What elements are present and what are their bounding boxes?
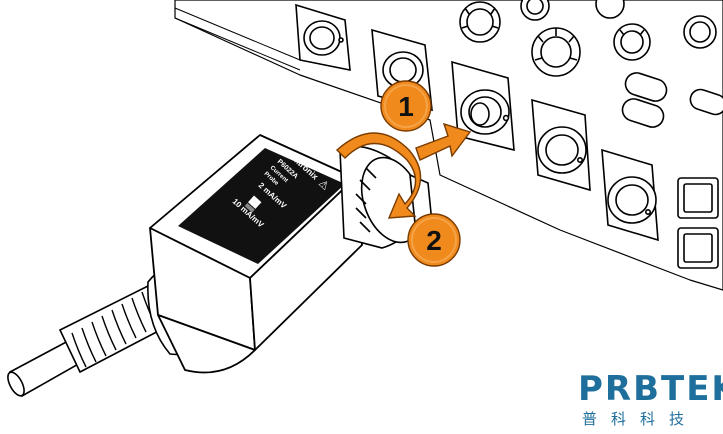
bnc-connector-top-left — [295, 3, 351, 71]
panel-button-2 — [621, 98, 665, 128]
probe-label-panel — [178, 148, 345, 264]
push-arrow — [415, 122, 472, 161]
brand-name: PRBTEK — [578, 369, 723, 409]
knob-1 — [459, 1, 501, 43]
bnc-connector-lower-mid — [531, 98, 591, 192]
panel-knobs — [459, 0, 717, 77]
rotate-arrow — [335, 132, 422, 219]
knob-6 — [595, 0, 625, 19]
brand-subtitle: 普科科技 — [582, 410, 699, 428]
callout-1: 1 — [380, 80, 432, 132]
knob-2 — [531, 27, 581, 77]
panel-button-1 — [624, 72, 668, 102]
knob-4 — [683, 15, 717, 49]
probe-cable — [7, 283, 172, 398]
side-slots — [677, 177, 719, 269]
range-switch-icon — [244, 195, 262, 213]
callout-2-number: 2 — [426, 225, 442, 256]
callout-1-number: 1 — [398, 91, 414, 122]
knob-5 — [520, 0, 550, 21]
strain-relief-ribs — [71, 291, 157, 368]
callout-2: 2 — [407, 213, 461, 267]
bnc-input-connector — [451, 60, 515, 152]
panel-buttons — [621, 72, 723, 128]
panel-button-3 — [689, 88, 723, 116]
probe-bnc-collar — [339, 145, 433, 249]
knob-3 — [613, 23, 651, 61]
bnc-connector-lower-right — [601, 148, 659, 242]
brand-logo: PRBTEK 普科科技 — [578, 369, 723, 429]
